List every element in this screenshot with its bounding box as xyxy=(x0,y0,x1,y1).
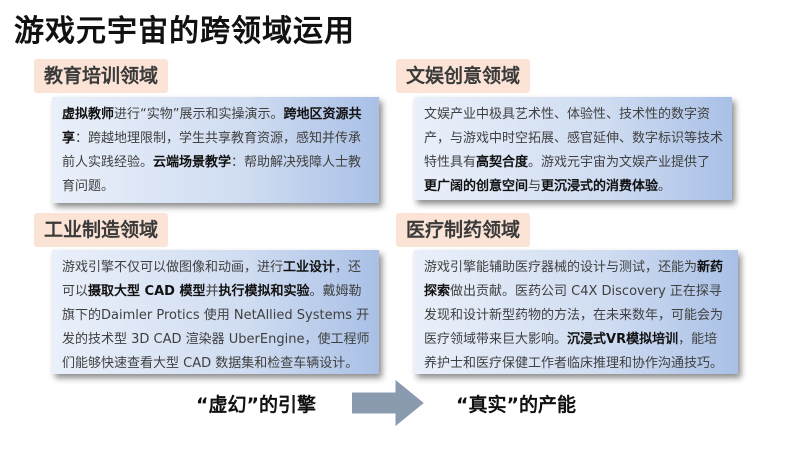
body-text: 文娱产业中极具艺术性、体验性、技术性的数字资产，与游戏中时空拓展、感官延伸、数字… xyxy=(424,107,724,170)
section-label-medical: 医疗制药领域 xyxy=(396,213,531,247)
highlight-text: 高契合度 xyxy=(476,155,529,170)
highlight-text: 执行模拟和实验 xyxy=(218,284,310,299)
body-text: ：跨越地理限制，学生共享教育资源，感知并传承前人实践经验。 xyxy=(62,131,362,170)
body-text: 进行“实物”展示和实操演示。 xyxy=(114,107,284,122)
highlight-text: 新药探索 xyxy=(424,260,724,299)
section-box-medical: 游戏引擎能辅助医疗器械的设计与测试，还能为新药探索做出贡献。医药公司 C4X D… xyxy=(414,250,738,374)
highlight-text: 更广阔的创意空间 xyxy=(424,179,529,194)
highlight-text: 跨地区资源共享 xyxy=(62,107,362,146)
body-text: ，还可以 xyxy=(62,260,362,299)
body-text: ，能培养护士和医疗保健工作者临床推理和协作沟通技巧。 xyxy=(424,332,724,371)
body-text: 。游戏元宇宙为文娱产业提供了 xyxy=(528,155,711,170)
highlight-text: 虚拟教师 xyxy=(62,107,115,122)
section-box-education: 虚拟教师进行“实物”展示和实操演示。跨地区资源共享：跨越地理限制，学生共享教育资… xyxy=(52,97,379,203)
section-label-education: 教育培训领域 xyxy=(34,59,169,93)
body-text: 与 xyxy=(528,179,542,194)
highlight-text: 工业设计 xyxy=(283,260,336,275)
highlight-text: 摄取大型 CAD 模型 xyxy=(88,284,206,299)
body-text: ：帮助解决残障人士教育问题。 xyxy=(62,155,362,194)
page-title: 游戏元宇宙的跨领域运用 xyxy=(14,14,355,49)
highlight-text: 更沉浸式的消费体验 xyxy=(541,179,659,194)
body-text: 。戴姆勒旗下的Daimler Protics 使用 NetAllied Syst… xyxy=(62,284,370,371)
body-text: 做出贡献。医药公司 C4X Discovery 正在探寻发现和设计新型药物的方法… xyxy=(424,284,724,347)
body-text: 并 xyxy=(205,284,219,299)
section-label-culture: 文娱创意领域 xyxy=(396,59,531,93)
body-text: 游戏引擎能辅助医疗器械的设计与测试，还能为 xyxy=(424,260,698,275)
highlight-text: 沉浸式VR模拟培训 xyxy=(567,332,679,347)
highlight-text: 云端场景教学 xyxy=(153,155,232,170)
bottom-text-capacity: “真实”的产能 xyxy=(456,394,576,416)
section-label-industry: 工业制造领域 xyxy=(34,213,169,247)
section-box-industry: 游戏引擎不仅可以做图像和动画，进行工业设计，还可以摄取大型 CAD 模型并执行模… xyxy=(52,250,379,374)
right-arrow-icon xyxy=(352,380,424,426)
bottom-text-engine: “虚幻”的引擎 xyxy=(196,394,316,416)
body-text: 游戏引擎不仅可以做图像和动画，进行 xyxy=(62,260,284,275)
body-text: 。 xyxy=(658,179,672,194)
section-box-culture: 文娱产业中极具艺术性、体验性、技术性的数字资产，与游戏中时空拓展、感官延伸、数字… xyxy=(414,97,732,200)
